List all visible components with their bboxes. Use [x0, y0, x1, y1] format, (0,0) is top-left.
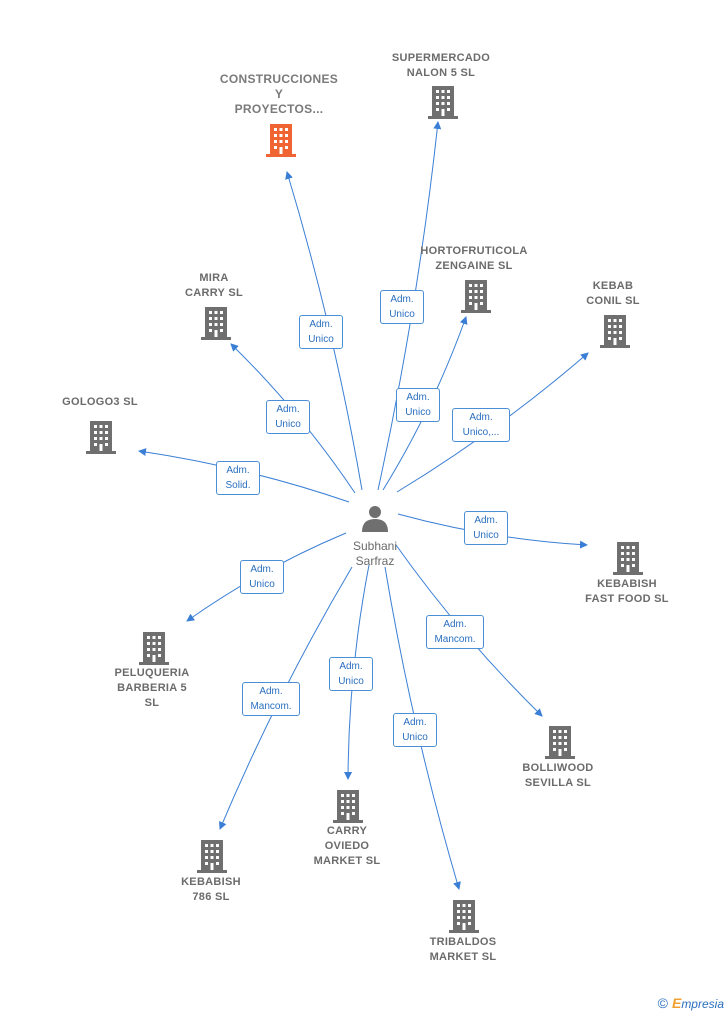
building-icon-kebabish-fast[interactable] — [613, 542, 643, 575]
role-label-gologo3: Adm. Solid. — [216, 461, 260, 495]
building-icon-tribaldos[interactable] — [449, 900, 479, 933]
role-label-carry-oviedo: Adm. Unico — [329, 657, 373, 691]
building-icon-bolliwood[interactable] — [545, 726, 575, 759]
role-label-peluqueria: Adm. Unico — [240, 560, 284, 594]
company-label-supermercado[interactable]: SUPERMERCADO NALON 5 SL — [391, 52, 491, 79]
role-label-supermercado: Adm. Unico — [380, 290, 424, 324]
role-label-mira-carry: Adm. Unico — [266, 400, 310, 434]
footer-brand: © Empresia — [658, 995, 724, 1011]
building-icon-kebabish-786[interactable] — [197, 840, 227, 873]
brand-logo: Empresia — [671, 995, 724, 1011]
role-label-kebabish-fast: Adm. Unico — [464, 511, 508, 545]
person-icon[interactable] — [362, 506, 388, 532]
role-label-bolliwood: Adm. Mancom. — [426, 615, 484, 649]
building-icon-mira-carry[interactable] — [201, 307, 231, 340]
company-label-gologo3[interactable]: GOLOGO3 SL — [62, 396, 138, 408]
company-label-carry-oviedo[interactable]: CARRY OVIEDO MARKET SL — [313, 825, 381, 867]
building-icon-construcciones[interactable] — [266, 124, 296, 157]
company-label-kebabish-fast[interactable]: KEBABISH FAST FOOD SL — [585, 578, 669, 605]
building-icon-peluqueria[interactable] — [139, 632, 169, 665]
person-name[interactable]: Subhani Sarfraz — [352, 539, 398, 568]
company-label-peluqueria[interactable]: PELUQUERIA BARBERIA 5 SL — [114, 667, 190, 709]
company-label-bolliwood[interactable]: BOLLIWOOD SEVILLA SL — [522, 762, 594, 789]
company-label-kebab-conil[interactable]: KEBAB CONIL SL — [586, 280, 640, 307]
company-label-hortofruticola[interactable]: HORTOFRUTICOLA ZENGAINE SL — [420, 245, 528, 272]
role-label-kebabish-786: Adm. Mancom. — [242, 682, 300, 716]
role-label-construcciones: Adm. Unico — [299, 315, 343, 349]
company-label-tribaldos[interactable]: TRIBALDOS MARKET SL — [429, 936, 497, 963]
building-icon-carry-oviedo[interactable] — [333, 790, 363, 823]
building-icon-supermercado[interactable] — [428, 86, 458, 119]
role-label-kebab-conil: Adm. Unico,... — [452, 408, 510, 442]
company-label-mira-carry[interactable]: MIRA CARRY SL — [184, 272, 244, 299]
building-icon-hortofruticola[interactable] — [461, 280, 491, 313]
building-icon-gologo3[interactable] — [86, 421, 116, 454]
role-label-tribaldos: Adm. Unico — [393, 713, 437, 747]
company-label-construcciones[interactable]: CONSTRUCCIONES Y PROYECTOS... — [219, 72, 339, 116]
company-label-kebabish-786[interactable]: KEBABISH 786 SL — [181, 876, 241, 903]
building-icon-kebab-conil[interactable] — [600, 315, 630, 348]
role-label-hortofruticola: Adm. Unico — [396, 388, 440, 422]
copyright-symbol: © — [657, 995, 668, 1011]
